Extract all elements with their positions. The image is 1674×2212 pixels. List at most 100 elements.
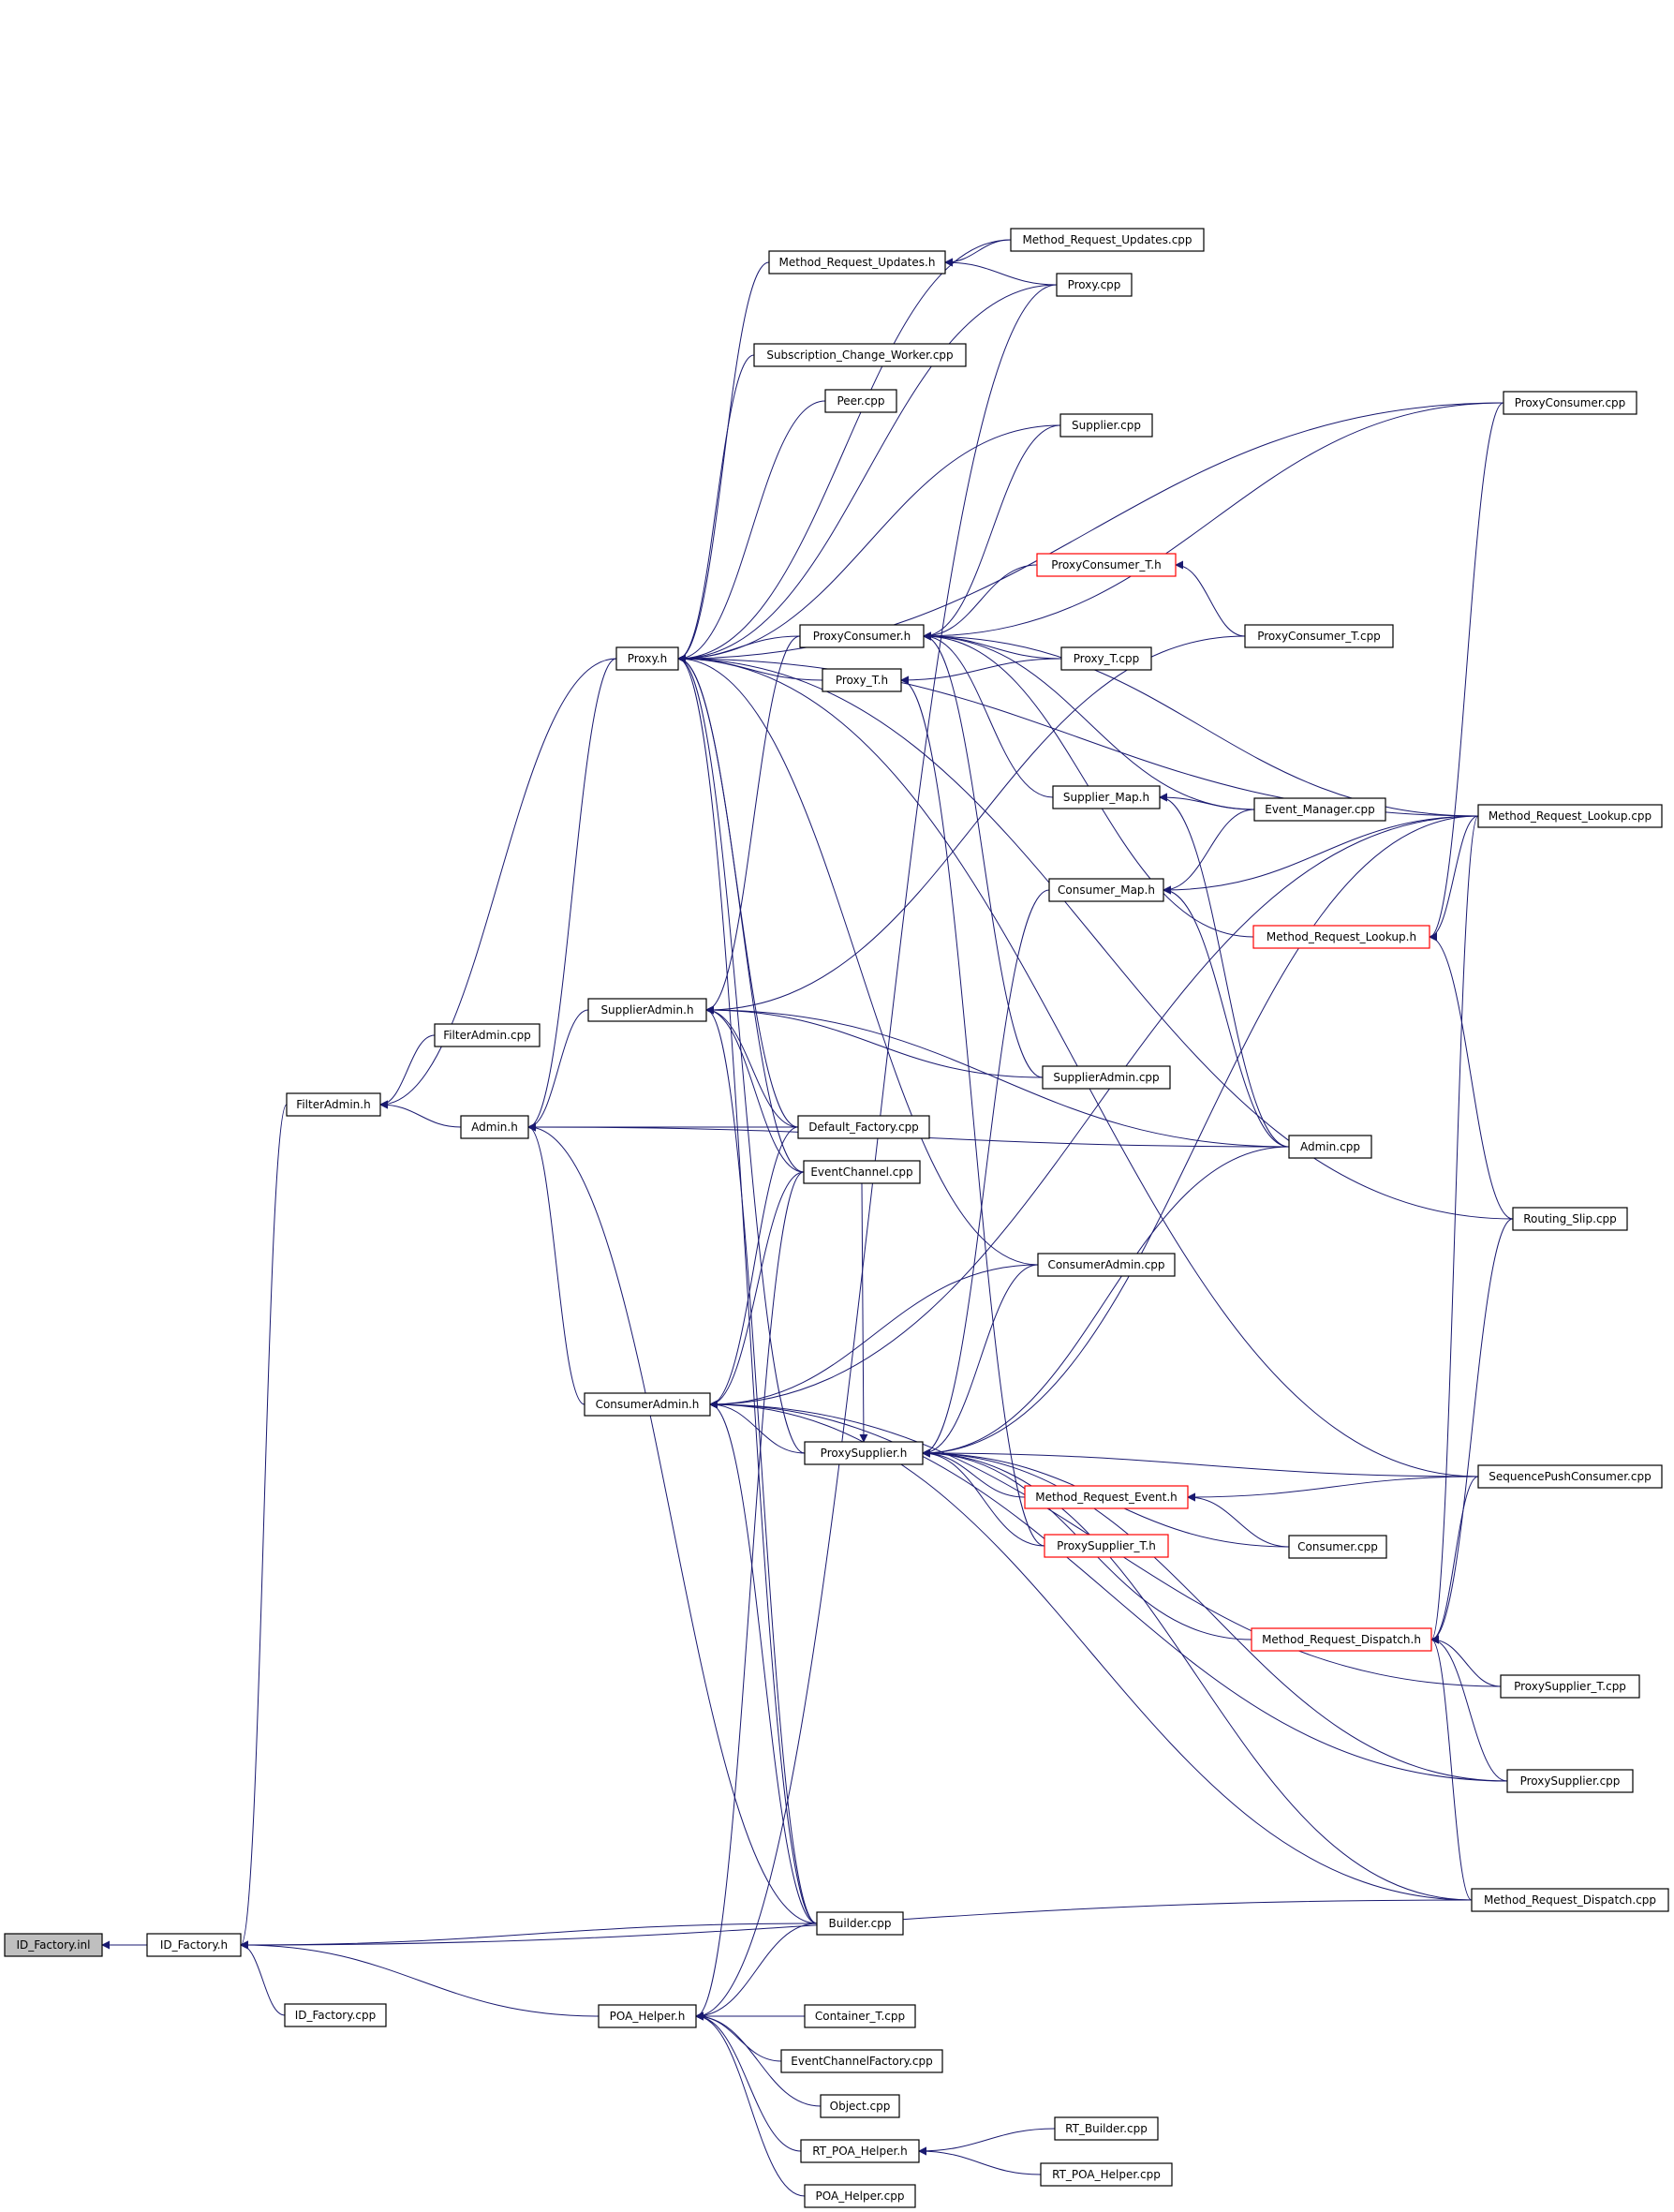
file-node-proxyconsumer-t-h[interactable]: ProxyConsumer_T.h bbox=[1036, 553, 1177, 577]
file-node-proxysupplier-t-h[interactable]: ProxySupplier_T.h bbox=[1044, 1534, 1169, 1558]
include-edge bbox=[923, 631, 1255, 810]
file-node-proxyconsumer-cpp[interactable]: ProxyConsumer.cpp bbox=[1503, 391, 1637, 415]
file-node-label: ConsumerAdmin.h bbox=[596, 1398, 700, 1411]
include-edge-line bbox=[677, 654, 806, 1454]
file-node-label: Supplier.cpp bbox=[1072, 419, 1141, 432]
file-node-supplier-cpp[interactable]: Supplier.cpp bbox=[1059, 413, 1153, 438]
file-node-consumeradmin-cpp[interactable]: ConsumerAdmin.cpp bbox=[1037, 1253, 1176, 1277]
file-node-proxysupplier-h[interactable]: ProxySupplier.h bbox=[804, 1441, 924, 1465]
file-node-filteradmin-h[interactable]: FilterAdmin.h bbox=[286, 1092, 381, 1117]
include-edge bbox=[705, 1005, 799, 1128]
include-edge-line bbox=[1163, 815, 1479, 895]
include-edge bbox=[527, 658, 617, 1132]
file-node-box bbox=[1251, 1627, 1432, 1652]
include-edge-line bbox=[695, 1171, 805, 2021]
include-edge-line bbox=[677, 261, 770, 663]
file-node-proxy-cpp[interactable]: Proxy.cpp bbox=[1056, 273, 1133, 297]
file-node-poa-helper-h[interactable]: POA_Helper.h bbox=[598, 2004, 697, 2028]
include-edge bbox=[923, 631, 1062, 660]
file-node-mrd-h[interactable]: Method_Request_Dispatch.h bbox=[1251, 1627, 1432, 1652]
file-node-label: SupplierAdmin.h bbox=[600, 1003, 693, 1017]
file-node-box bbox=[4, 1933, 103, 1957]
file-node-proxy-t-cpp[interactable]: Proxy_T.cpp bbox=[1060, 646, 1152, 671]
file-node-scw-cpp[interactable]: Subscription_Change_Worker.cpp bbox=[753, 343, 967, 367]
include-edge bbox=[923, 631, 1479, 817]
include-edge bbox=[859, 1182, 868, 1443]
include-edge bbox=[709, 1400, 1473, 1901]
file-node-peer-cpp[interactable]: Peer.cpp bbox=[824, 389, 897, 413]
file-node-id-factory-cpp[interactable]: ID_Factory.cpp bbox=[284, 2003, 387, 2027]
file-node-proxysupplier-t-cpp[interactable]: ProxySupplier_T.cpp bbox=[1500, 1674, 1640, 1699]
include-edge bbox=[677, 402, 1504, 663]
file-node-proxy-t-h[interactable]: Proxy_T.h bbox=[822, 668, 902, 692]
include-edge bbox=[695, 1171, 805, 2021]
file-node-consumer-cpp[interactable]: Consumer.cpp bbox=[1288, 1535, 1387, 1559]
file-node-mru-h[interactable]: Method_Request_Updates.h bbox=[768, 250, 946, 275]
include-edge bbox=[918, 2128, 1056, 2156]
include-edge bbox=[695, 2012, 782, 2062]
file-node-proxy-h[interactable]: Proxy.h bbox=[615, 646, 679, 671]
file-node-box bbox=[1288, 1135, 1372, 1159]
include-edge-line bbox=[918, 2146, 1042, 2175]
include-edge bbox=[379, 1100, 462, 1128]
file-node-filteradmin-cpp[interactable]: FilterAdmin.cpp bbox=[434, 1023, 541, 1047]
include-edge bbox=[677, 284, 1058, 663]
file-node-label: Container_T.cpp bbox=[815, 2010, 905, 2023]
file-node-label: Method_Request_Event.h bbox=[1035, 1491, 1178, 1504]
include-edge bbox=[677, 261, 770, 663]
file-node-mrl-cpp[interactable]: Method_Request_Lookup.cpp bbox=[1477, 804, 1663, 828]
file-node-routing-slip-cpp[interactable]: Routing_Slip.cpp bbox=[1512, 1207, 1628, 1231]
file-node-supplier-map-h[interactable]: Supplier_Map.h bbox=[1052, 785, 1161, 809]
include-edge-line bbox=[695, 2012, 806, 2197]
include-edge bbox=[527, 1009, 589, 1132]
include-edge-line bbox=[705, 1005, 799, 1128]
file-node-mre-h[interactable]: Method_Request_Event.h bbox=[1024, 1485, 1189, 1509]
file-node-default-factory-cpp[interactable]: Default_Factory.cpp bbox=[797, 1115, 930, 1139]
file-node-builder-cpp[interactable]: Builder.cpp bbox=[816, 1911, 904, 1936]
file-node-box bbox=[816, 1911, 904, 1936]
file-node-label: ConsumerAdmin.cpp bbox=[1047, 1258, 1164, 1271]
file-node-consumer-map-h[interactable]: Consumer_Map.h bbox=[1048, 878, 1164, 902]
file-node-proxysupplier-cpp[interactable]: ProxySupplier.cpp bbox=[1506, 1769, 1634, 1793]
file-node-eventchannel-cpp[interactable]: EventChannel.cpp bbox=[803, 1160, 921, 1184]
include-edge-line bbox=[922, 815, 1479, 1458]
file-node-admin-h[interactable]: Admin.h bbox=[460, 1115, 529, 1139]
file-node-ecf-cpp[interactable]: EventChannelFactory.cpp bbox=[780, 2049, 943, 2073]
file-node-box bbox=[286, 1092, 381, 1117]
include-edge bbox=[709, 1400, 1508, 1782]
file-node-label: Routing_Slip.cpp bbox=[1523, 1212, 1617, 1225]
file-node-label: Subscription_Change_Worker.cpp bbox=[766, 349, 953, 362]
file-node-id-factory-h[interactable]: ID_Factory.h bbox=[146, 1933, 242, 1957]
file-node-consumeradmin-h[interactable]: ConsumerAdmin.h bbox=[584, 1392, 711, 1417]
file-node-container-t-cpp[interactable]: Container_T.cpp bbox=[804, 2004, 916, 2028]
file-node-rt-poa-helper-h[interactable]: RT_POA_Helper.h bbox=[800, 2139, 920, 2163]
file-node-box bbox=[800, 2139, 920, 2163]
file-node-object-cpp[interactable]: Object.cpp bbox=[820, 2094, 900, 2118]
file-node-label: RT_POA_Helper.cpp bbox=[1052, 2168, 1161, 2181]
file-node-mru-cpp[interactable]: Method_Request_Updates.cpp bbox=[1010, 228, 1205, 252]
file-node-rt-poa-helper-cpp[interactable]: RT_POA_Helper.cpp bbox=[1040, 2162, 1173, 2187]
file-node-supplieradmin-cpp[interactable]: SupplierAdmin.cpp bbox=[1042, 1065, 1171, 1090]
file-node-box bbox=[1044, 1534, 1169, 1558]
file-node-proxyconsumer-t-cpp[interactable]: ProxyConsumer_T.cpp bbox=[1244, 624, 1394, 648]
include-edge-line bbox=[922, 1448, 1026, 1498]
file-node-box bbox=[799, 624, 925, 648]
file-node-box bbox=[1048, 878, 1164, 902]
include-edge-line bbox=[677, 654, 823, 681]
file-node-event-manager-cpp[interactable]: Event_Manager.cpp bbox=[1253, 797, 1386, 822]
file-node-mrl-h[interactable]: Method_Request_Lookup.h bbox=[1252, 925, 1430, 949]
file-node-admin-cpp[interactable]: Admin.cpp bbox=[1288, 1135, 1372, 1159]
include-edge bbox=[527, 1122, 818, 1924]
file-node-box bbox=[587, 998, 707, 1022]
include-edge-line bbox=[379, 1100, 462, 1128]
include-edge-line bbox=[677, 654, 805, 1173]
file-node-poa-helper-cpp[interactable]: POA_Helper.cpp bbox=[804, 2184, 916, 2208]
file-node-mrd-cpp[interactable]: Method_Request_Dispatch.cpp bbox=[1471, 1888, 1669, 1912]
file-node-proxyconsumer-h[interactable]: ProxyConsumer.h bbox=[799, 624, 925, 648]
include-edge bbox=[922, 1146, 1290, 1458]
include-edge bbox=[1163, 815, 1479, 895]
file-node-label: Object.cpp bbox=[830, 2100, 891, 2113]
file-node-supplieradmin-h[interactable]: SupplierAdmin.h bbox=[587, 998, 707, 1022]
file-node-rt-builder-cpp[interactable]: RT_Builder.cpp bbox=[1054, 2116, 1159, 2141]
file-node-spc-cpp[interactable]: SequencePushConsumer.cpp bbox=[1477, 1464, 1663, 1489]
